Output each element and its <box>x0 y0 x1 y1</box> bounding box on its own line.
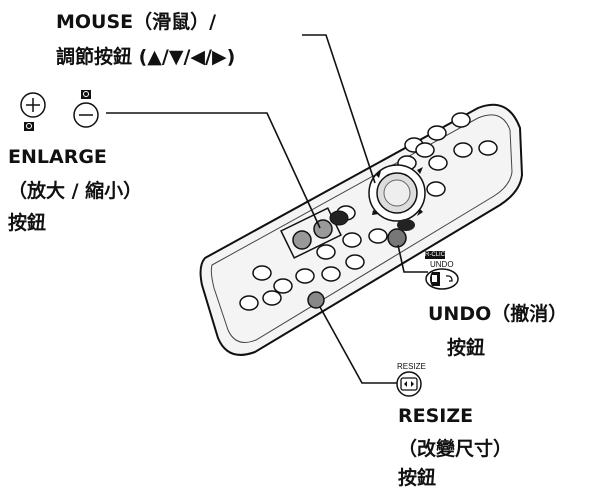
enlarge-label-line2: （放大 / 縮小） <box>8 180 143 202</box>
rclick-caption: R-CLICK <box>425 252 450 258</box>
mouse-label-line1: MOUSE（滑鼠）/ <box>56 11 217 33</box>
plus-circle-icon <box>20 92 46 118</box>
resize-label-line3: 按鈕 <box>398 467 437 489</box>
undo-caption: UNDO <box>430 260 454 269</box>
undo-label-line1: UNDO（撤消） <box>428 303 568 325</box>
mouse-undo-icon <box>425 251 459 290</box>
enlarge-label-line1: ENLARGE <box>8 146 107 168</box>
undo-label-line2: 按鈕 <box>447 337 486 359</box>
resize-caption: RESIZE <box>397 362 426 371</box>
resize-label-line2: （改變尺寸） <box>398 438 513 460</box>
resize-icon <box>396 371 422 397</box>
resize-label-line1: RESIZE <box>398 405 474 427</box>
magnifier-icon <box>81 90 91 99</box>
mouse-label-line2: 調節按鈕 (▲/▼/◀/▶) <box>56 46 236 68</box>
enlarge-label-line3: 按鈕 <box>8 212 47 234</box>
mouse-pad <box>368 164 426 222</box>
remote-control <box>199 103 524 356</box>
minus-circle-icon <box>73 102 99 128</box>
magnifier-icon <box>24 122 34 131</box>
leader-lines <box>106 34 428 384</box>
